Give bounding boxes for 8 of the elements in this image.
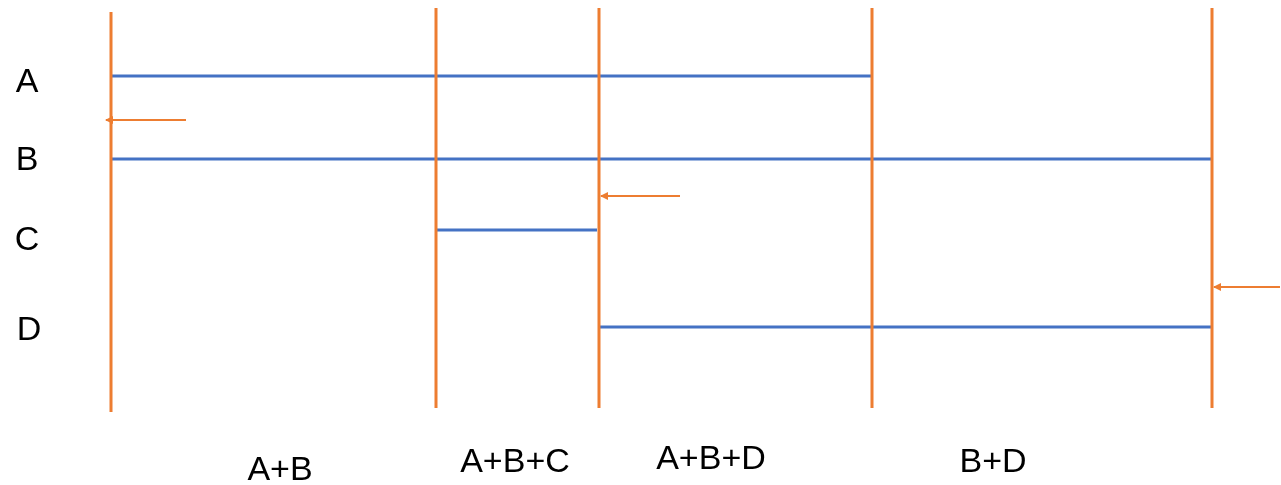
- signal-label: B: [15, 141, 39, 175]
- segment-label: B+D: [959, 443, 1027, 477]
- segment-label: A+B+C: [460, 443, 570, 477]
- signal-label: D: [16, 311, 42, 345]
- signal-label: C: [14, 221, 40, 255]
- segment-label: A+B: [247, 451, 313, 485]
- signal-label: A: [15, 63, 39, 97]
- segment-label: A+B+D: [656, 440, 766, 474]
